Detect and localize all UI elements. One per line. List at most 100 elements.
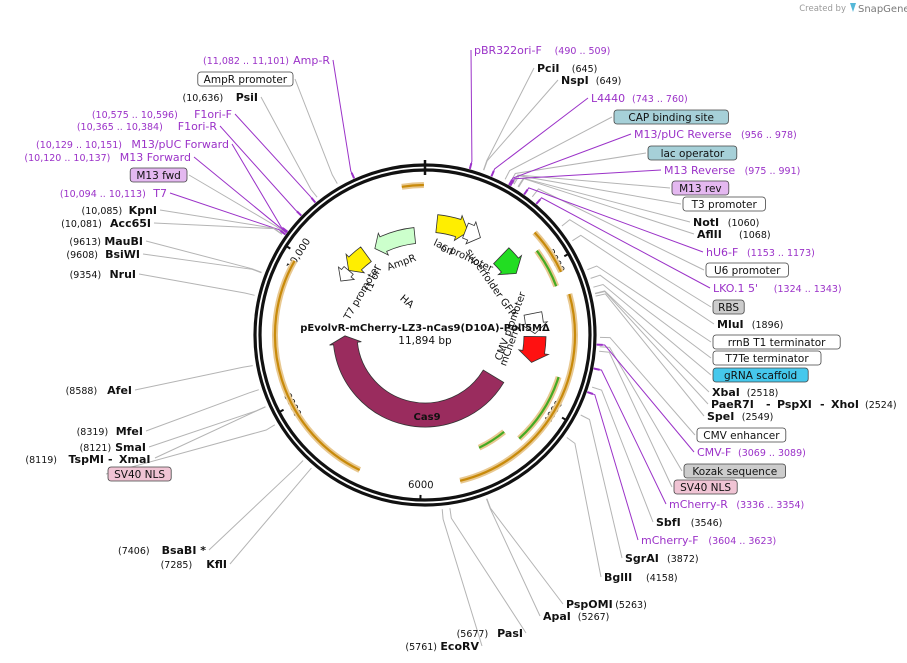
primer-lko-1-5[interactable]: LKO.1 5'	[713, 282, 758, 295]
primer-pos-m13-puc-forward: (10,129 .. 10,151)	[36, 140, 122, 151]
orf-gfp-orf	[535, 250, 558, 287]
feature-box-u6-promoter[interactable]	[705, 262, 789, 278]
primer-f1ori-r[interactable]: F1ori-R	[178, 120, 218, 133]
enzyme-aflii[interactable]: AflII	[697, 228, 722, 241]
feature-box-cmv-enhancer[interactable]	[696, 427, 787, 443]
enzyme-nspi[interactable]: NspI	[561, 74, 589, 87]
primer-l4440[interactable]: L4440	[591, 92, 625, 105]
primer-t7[interactable]: T7	[152, 187, 167, 200]
leader-ecorv	[441, 509, 483, 647]
feature-box-m13-rev[interactable]	[671, 180, 730, 196]
leader-pspomi	[486, 498, 564, 605]
primer-m13-forward[interactable]: M13 Forward	[120, 151, 191, 164]
feature-box-m13-fwd[interactable]	[129, 167, 188, 183]
primer-pbr322ori-f[interactable]: pBR322ori-F	[474, 44, 542, 57]
enzyme-kfli[interactable]: KflI	[206, 558, 227, 571]
leader-box-sv40-nls	[599, 350, 673, 488]
enzyme-noti[interactable]: NotI	[693, 216, 719, 229]
enzyme-xmai[interactable]: XmaI	[119, 453, 150, 466]
feature-cmv-promoter[interactable]	[520, 311, 549, 335]
leader-kfli	[229, 467, 312, 565]
feature-box-label-rbs: RBS	[718, 302, 739, 314]
leader-box-cmv-enhancer	[599, 336, 696, 436]
feature-t7-promoter[interactable]	[337, 265, 356, 282]
orf-right-yellow-b	[459, 293, 577, 482]
feature-box-t7te-terminator[interactable]	[712, 350, 822, 366]
enzyme-mfei[interactable]: MfeI	[116, 425, 143, 438]
enzyme-paer7i[interactable]: PaeR7I	[711, 398, 754, 411]
enzyme-pspomi[interactable]: PspOMI	[566, 598, 613, 611]
feature-mcherry[interactable]	[517, 335, 550, 363]
enzyme-kpni[interactable]: KpnI	[129, 204, 157, 217]
feature-superfolder-gfp[interactable]	[493, 247, 523, 276]
feature-lac-promoter[interactable]	[462, 220, 481, 245]
feature-box-rrnb-t1-terminator[interactable]	[712, 334, 841, 350]
feature-ori[interactable]	[435, 214, 469, 242]
leader-bglii	[566, 437, 602, 578]
feature-box-label-grna-scaffold: gRNA scaffold	[724, 370, 797, 382]
feature-box-ampr-promoter[interactable]	[197, 71, 294, 87]
site-labels[interactable]: Amp-R(11,082 .. 11,101)AmpR promoterPsiI…	[24, 44, 896, 653]
enzyme-apai[interactable]: ApaI	[543, 610, 571, 623]
enzyme-smai[interactable]: SmaI	[115, 441, 146, 454]
primer-mcherry-r[interactable]: mCherry-R	[669, 498, 728, 511]
primer-m13-reverse[interactable]: M13 Reverse	[664, 164, 735, 177]
feature-box-t3-promoter[interactable]	[682, 196, 766, 212]
primer-tick-m13-reverse	[509, 179, 515, 187]
primer-m13-puc-reverse[interactable]: M13/pUC Reverse	[634, 128, 732, 141]
enzyme-bsiwi[interactable]: BsiWI	[105, 248, 140, 261]
snapgene-logo-icon	[850, 3, 856, 12]
enzyme-xhoi[interactable]: XhoI	[831, 398, 859, 411]
feature-f1-ori[interactable]	[345, 246, 372, 274]
leader-mlui	[572, 234, 715, 325]
enzyme-bglii[interactable]: BglII	[604, 571, 632, 584]
enzyme-mlui[interactable]: MluI	[717, 318, 744, 331]
leader-acc65i	[153, 222, 283, 235]
enzyme-pos-pasi: (5677)	[457, 629, 489, 640]
enzyme-pos-nspi: (649)	[596, 76, 622, 87]
enzyme-acc65i[interactable]: Acc65I	[110, 217, 151, 230]
primer-pos-f1ori-f: (10,575 .. 10,596)	[92, 110, 178, 121]
primer-cmv-f[interactable]: CMV-F	[697, 446, 731, 459]
enzyme-pcii[interactable]: PciI	[537, 62, 559, 75]
enzyme-maubi[interactable]: MauBI	[104, 235, 143, 248]
feature-box-sv40-nls[interactable]	[673, 479, 738, 495]
enzyme-pasi[interactable]: PasI	[497, 627, 523, 640]
enzyme-bsabi[interactable]: BsaBI *	[162, 544, 207, 557]
feature-box-grna-scaffold[interactable]	[712, 367, 809, 383]
feature-ampr[interactable]	[374, 227, 417, 256]
enzyme-sgrai[interactable]: SgrAI	[625, 552, 659, 565]
leader-f1ori-r	[219, 125, 302, 216]
primer-f1ori-f[interactable]: F1ori-F	[194, 108, 232, 121]
leader-box-u6-promoter	[531, 188, 705, 271]
enzyme-afei[interactable]: AfeI	[107, 384, 132, 397]
enzyme-spei[interactable]: SpeI	[707, 410, 734, 423]
enzyme-tspmi[interactable]: TspMI	[68, 453, 104, 466]
feature-box-kozak-sequence[interactable]	[683, 463, 786, 479]
enzyme-pspxi[interactable]: PspXI	[777, 398, 812, 411]
feature-box-lac-operator[interactable]	[647, 145, 738, 161]
primer-pos-m13-forward: (10,120 .. 10,137)	[24, 153, 110, 164]
primer-pos-m13-reverse: (975 .. 991)	[745, 166, 801, 177]
enzyme-nrui[interactable]: NruI	[109, 268, 136, 281]
enzyme-pos-mfei: (8319)	[77, 427, 109, 438]
leader-psii	[260, 96, 318, 198]
feature-box-cap-binding-site[interactable]	[613, 109, 729, 125]
enzyme-pos-sgrai: (3872)	[667, 554, 699, 565]
feature-box-sv40-nls[interactable]	[107, 466, 172, 482]
enzyme-psii[interactable]: PsiI	[236, 91, 258, 104]
primer-amp-r[interactable]: Amp-R	[293, 54, 330, 67]
enzyme-ecorv[interactable]: EcoRV	[440, 640, 479, 653]
feature-cas9[interactable]	[329, 335, 505, 428]
primer-mcherry-f[interactable]: mCherry-F	[641, 534, 699, 547]
primer-m13-puc-forward[interactable]: M13/pUC Forward	[131, 138, 229, 151]
enzyme-xbai[interactable]: XbaI	[712, 386, 740, 399]
leader-box-kozak-sequence	[599, 346, 683, 472]
enzyme-sbfi[interactable]: SbfI	[656, 516, 681, 529]
primer-hu6-f[interactable]: hU6-F	[706, 246, 738, 259]
enzyme-pos-aflii: (1068)	[739, 230, 771, 241]
leader-sbfi	[591, 386, 654, 523]
plasmid-center-label: pEvolvR-mCherry-LZ3-nCas9(D10A)-PolI5MΔ …	[300, 323, 550, 347]
leader-m13-reverse	[509, 169, 662, 186]
feature-box-rbs[interactable]	[712, 299, 745, 315]
